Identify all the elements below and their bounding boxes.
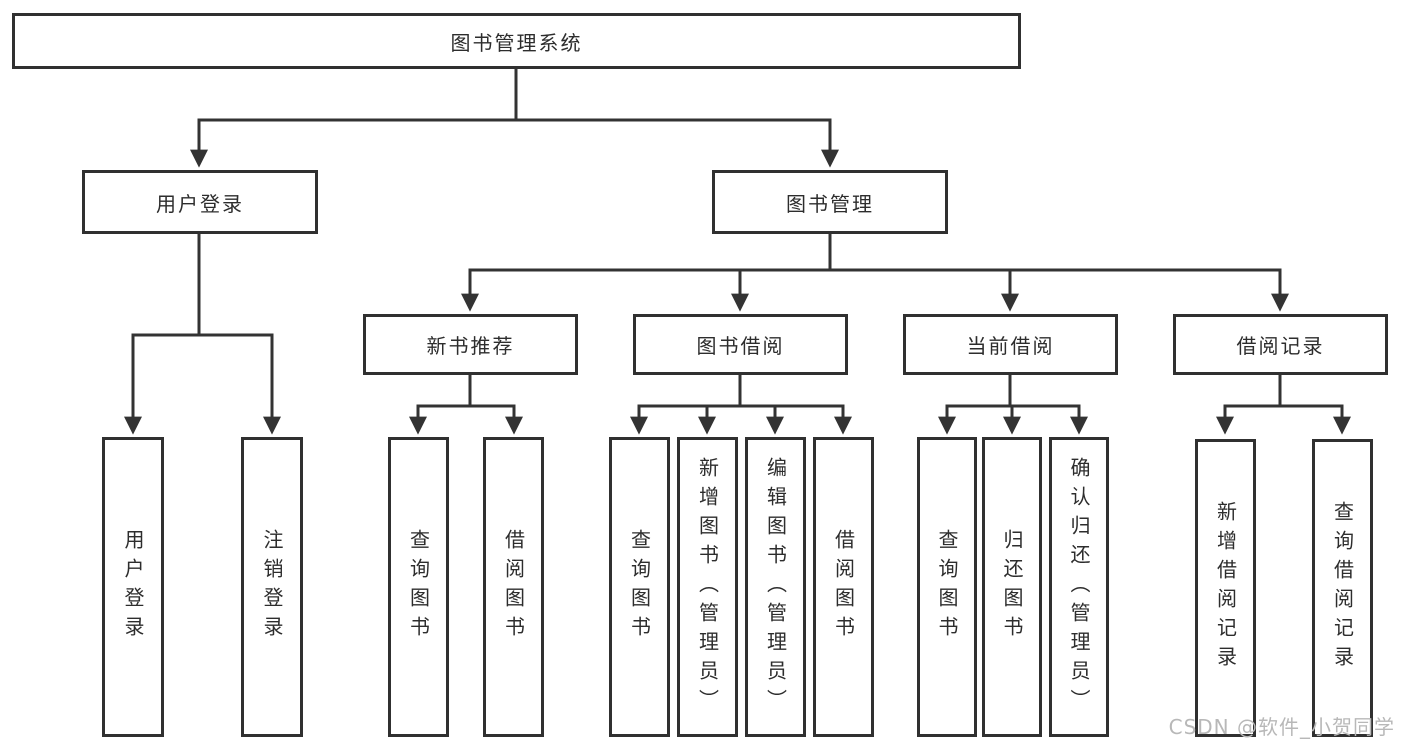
node-root-library-system: 图书管理系统 — [12, 13, 1021, 69]
leaf-query-books-2: 查询图书 — [609, 437, 670, 737]
node-label: 新书推荐 — [426, 334, 515, 358]
leaf-query-books: 查询图书 — [388, 437, 449, 737]
node-book-borrow: 图书借阅 — [633, 314, 848, 375]
leaf-edit-books-admin: 编辑图书（管理员） — [745, 437, 806, 737]
node-label: 确认归还（管理员） — [1067, 456, 1091, 718]
node-user-login: 用户登录 — [82, 170, 318, 234]
node-label: 借阅图书 — [831, 529, 856, 645]
node-label: 注销登录 — [260, 529, 284, 645]
leaf-add-borrow-record: 新增借阅记录 — [1195, 439, 1256, 737]
leaf-user-login: 用户登录 — [102, 437, 164, 737]
node-label: 借阅记录 — [1236, 334, 1325, 358]
leaf-return-books: 归还图书 — [982, 437, 1042, 737]
node-label: 图书管理系统 — [450, 30, 583, 55]
node-label: 归还图书 — [1000, 529, 1024, 645]
node-label: 图书管理 — [786, 191, 874, 216]
node-label: 新增图书（管理员） — [695, 456, 720, 718]
node-label: 查询图书 — [935, 529, 959, 645]
node-label: 新增借阅记录 — [1213, 501, 1238, 675]
leaf-confirm-return-admin: 确认归还（管理员） — [1049, 437, 1109, 737]
node-borrow-record: 借阅记录 — [1173, 314, 1388, 375]
leaf-borrow-books-2: 借阅图书 — [813, 437, 874, 737]
node-label: 图书借阅 — [696, 334, 785, 358]
node-label: 查询借阅记录 — [1330, 501, 1355, 675]
node-label: 借阅图书 — [501, 529, 526, 645]
leaf-borrow-books: 借阅图书 — [483, 437, 544, 737]
leaf-add-books-admin: 新增图书（管理员） — [677, 437, 738, 737]
node-label: 当前借阅 — [966, 334, 1055, 358]
node-label: 查询图书 — [627, 529, 652, 645]
node-label: 用户登录 — [156, 191, 244, 216]
leaf-query-borrow-record: 查询借阅记录 — [1312, 439, 1373, 737]
leaf-logout: 注销登录 — [241, 437, 303, 737]
node-new-book-recommend: 新书推荐 — [363, 314, 578, 375]
node-label: 查询图书 — [406, 529, 431, 645]
csdn-watermark: CSDN @软件_小贺同学 — [1168, 715, 1395, 739]
node-label: 编辑图书（管理员） — [763, 456, 788, 718]
node-label: 用户登录 — [121, 529, 145, 645]
leaf-query-books-3: 查询图书 — [917, 437, 977, 737]
node-current-borrow: 当前借阅 — [903, 314, 1118, 375]
node-book-management: 图书管理 — [712, 170, 948, 234]
